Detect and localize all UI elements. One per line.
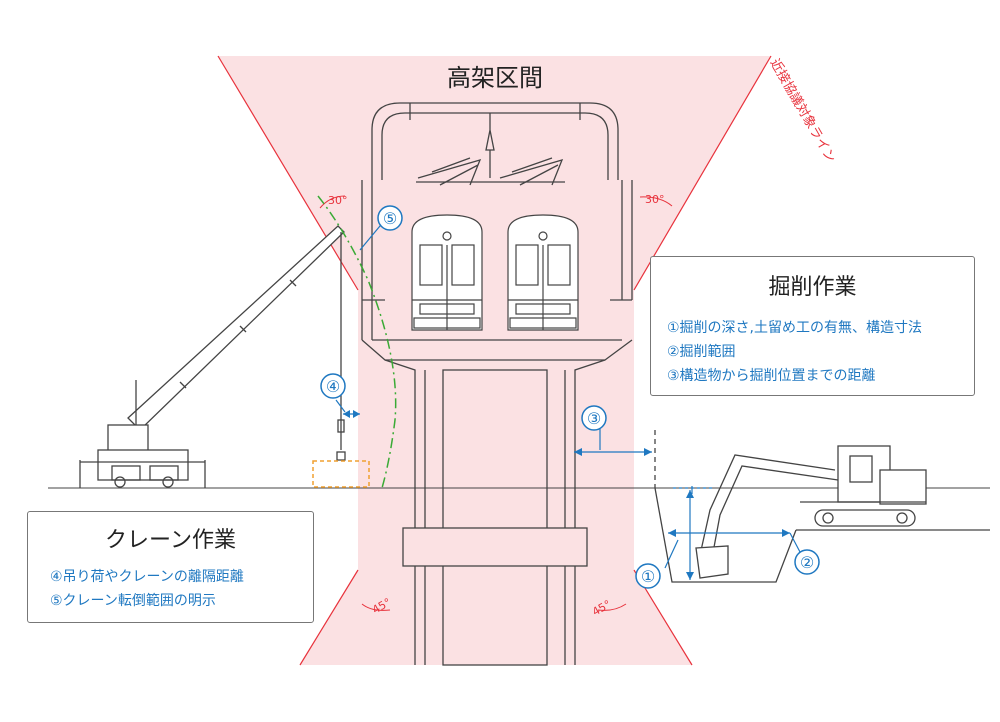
crane-item-1: ④吊り荷やクレーンの離隔距離 (50, 569, 244, 585)
crane (79, 225, 346, 488)
proximity-line-label: 近接協議対象ライン (767, 56, 839, 165)
angle-arcs (319, 195, 673, 611)
viaduct-structure (361, 102, 633, 666)
crane-box-title: クレーン作業 (105, 528, 236, 553)
crane-item-2: ⑤クレーン転倒範囲の明示 (50, 593, 216, 609)
crane-reach-line (317, 195, 397, 489)
svg-text:③: ③ (587, 409, 601, 428)
excavation-item-2: ②掘削範囲 (667, 344, 736, 360)
crane-info-box: クレーン作業 ④吊り荷やクレーンの離隔距離 ⑤クレーン転倒範囲の明示 (27, 511, 314, 623)
dimension-arrows (335, 219, 801, 580)
excavation-item-3: ③構造物から掘削位置までの距離 (667, 368, 876, 384)
excavation-box-title: 掘削作業 (768, 275, 857, 300)
marker-1: ① (635, 563, 661, 589)
marker-2: ② (794, 549, 820, 575)
excavation-pit (654, 430, 990, 583)
excavation-item-1: ①掘削の深さ,土留め工の有無、構造寸法 (667, 320, 922, 336)
svg-text:①: ① (641, 567, 655, 586)
angle-label-top-right: 30° (645, 193, 665, 206)
train-left (411, 214, 483, 331)
suspended-load (312, 460, 370, 488)
marker-4: ④ (320, 373, 346, 399)
train-right (507, 214, 579, 331)
arrow-heads (343, 410, 790, 580)
marker-3: ③ (581, 405, 607, 431)
svg-text:②: ② (800, 553, 814, 572)
section-title: 高架区間 (447, 64, 543, 92)
proximity-line (217, 55, 772, 666)
angle-label-top-left: 30° (328, 194, 348, 207)
svg-text:⑤: ⑤ (383, 209, 397, 228)
svg-text:④: ④ (326, 377, 340, 396)
marker-5: ⑤ (377, 205, 403, 231)
excavation-info-box: 掘削作業 ①掘削の深さ,土留め工の有無、構造寸法 ②掘削範囲 ③構造物から掘削位… (650, 256, 975, 396)
